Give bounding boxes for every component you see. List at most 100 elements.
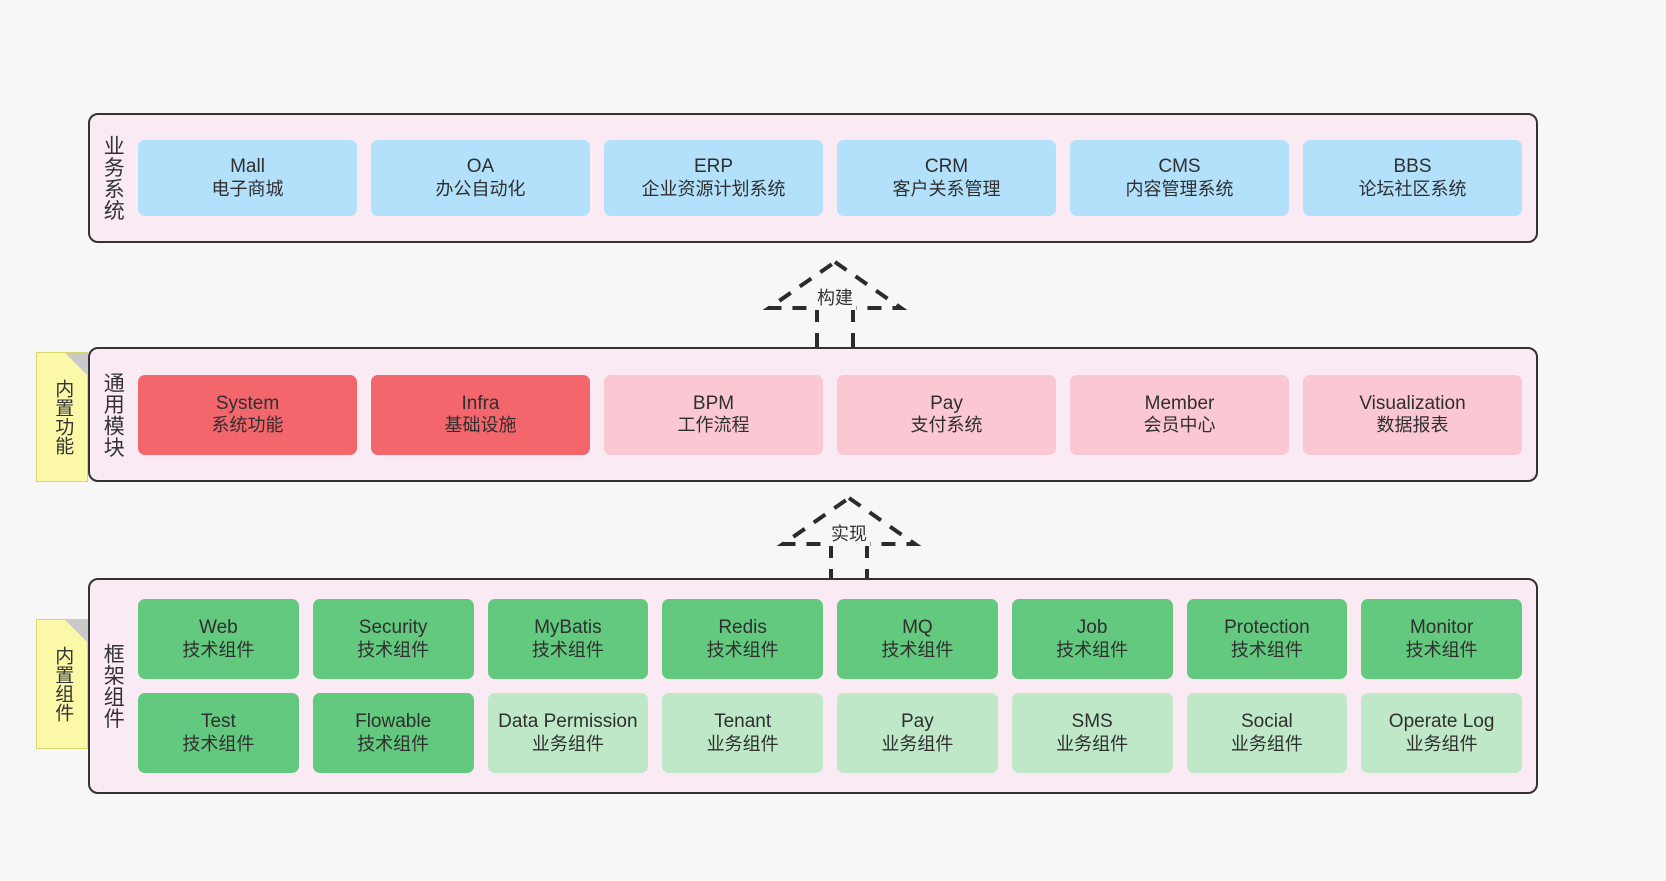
card-title-en: BBS: [1393, 156, 1432, 178]
card-title-en: Tenant: [714, 711, 772, 733]
card-title-cn: 业务组件: [531, 733, 604, 754]
card-title-cn: 企业资源计划系统: [641, 178, 786, 199]
card-title-en: ERP: [693, 156, 734, 178]
card-title-en: Member: [1144, 392, 1215, 414]
card-title-en: MQ: [902, 617, 933, 639]
card-title-en: Mall: [230, 156, 265, 178]
card-title-en: Flowable: [355, 711, 432, 733]
card-title-en: Operate Log: [1388, 711, 1495, 733]
card-title-en: System: [215, 392, 280, 414]
card-title-cn: 技术组件: [1056, 639, 1129, 660]
sticky-note-builtin-components: 内置组件: [36, 619, 88, 749]
connector-build-label: 构建: [814, 284, 856, 310]
card-title-en: Pay: [930, 392, 963, 414]
card-title-en: Data Permission: [498, 711, 638, 733]
card-title-cn: 技术组件: [357, 639, 430, 660]
card-title-cn: 业务组件: [706, 733, 779, 754]
card-title-en: Infra: [461, 392, 500, 414]
sticky-note-builtin-components-label: 内置组件: [52, 646, 74, 722]
card-title-cn: 业务组件: [1405, 733, 1478, 754]
card-title-en: OA: [466, 156, 495, 178]
sticky-note-builtin-features: 内置功能: [36, 352, 88, 482]
card-title-cn: 工作流程: [677, 415, 750, 436]
card-title-en: Visualization: [1359, 392, 1466, 414]
card-title-cn: 技术组件: [706, 639, 779, 660]
connector-implement: 实现: [769, 492, 929, 588]
card-title-en: Web: [199, 617, 238, 639]
card-title-cn: 技术组件: [531, 639, 604, 660]
card-title-cn: 电子商城: [211, 178, 284, 199]
card-title-cn: 技术组件: [881, 639, 954, 660]
card-title-en: CRM: [924, 156, 969, 178]
connector-implement-label: 实现: [828, 520, 870, 546]
card-title-cn: 数据报表: [1376, 415, 1449, 436]
card-title-cn: 技术组件: [182, 639, 255, 660]
card-title-en: Monitor: [1409, 617, 1474, 639]
card-title-en: Protection: [1224, 617, 1310, 639]
card-title-cn: 基础设施: [444, 415, 517, 436]
card-title-en: Social: [1241, 711, 1293, 733]
card-title-en: Pay: [901, 711, 934, 733]
card-title-cn: 论坛社区系统: [1358, 178, 1467, 199]
card-title-cn: 会员中心: [1143, 415, 1216, 436]
card-title-en: Security: [358, 617, 428, 639]
card-title-en: Job: [1076, 617, 1108, 639]
card-title-cn: 内容管理系统: [1125, 178, 1234, 199]
card-title-cn: 客户关系管理: [892, 178, 1001, 199]
card-title-cn: 技术组件: [1405, 639, 1478, 660]
connector-build: 构建: [755, 256, 915, 352]
card-title-cn: 支付系统: [910, 415, 983, 436]
card-title-cn: 业务组件: [881, 733, 954, 754]
card-title-en: MyBatis: [534, 617, 602, 639]
card-title-en: SMS: [1071, 711, 1113, 733]
card-title-cn: 业务组件: [1230, 733, 1303, 754]
layer-framework-title: 框架组件: [101, 643, 125, 729]
card-title-cn: 办公自动化: [435, 178, 526, 199]
card-title-cn: 技术组件: [1230, 639, 1303, 660]
card-title-cn: 技术组件: [182, 733, 255, 754]
layer-business-title: 业务系统: [101, 135, 125, 221]
card-title-en: CMS: [1158, 156, 1201, 178]
sticky-note-builtin-features-label: 内置功能: [52, 379, 74, 455]
layer-module-title: 通用模块: [101, 371, 125, 458]
card-title-en: Redis: [718, 617, 767, 639]
